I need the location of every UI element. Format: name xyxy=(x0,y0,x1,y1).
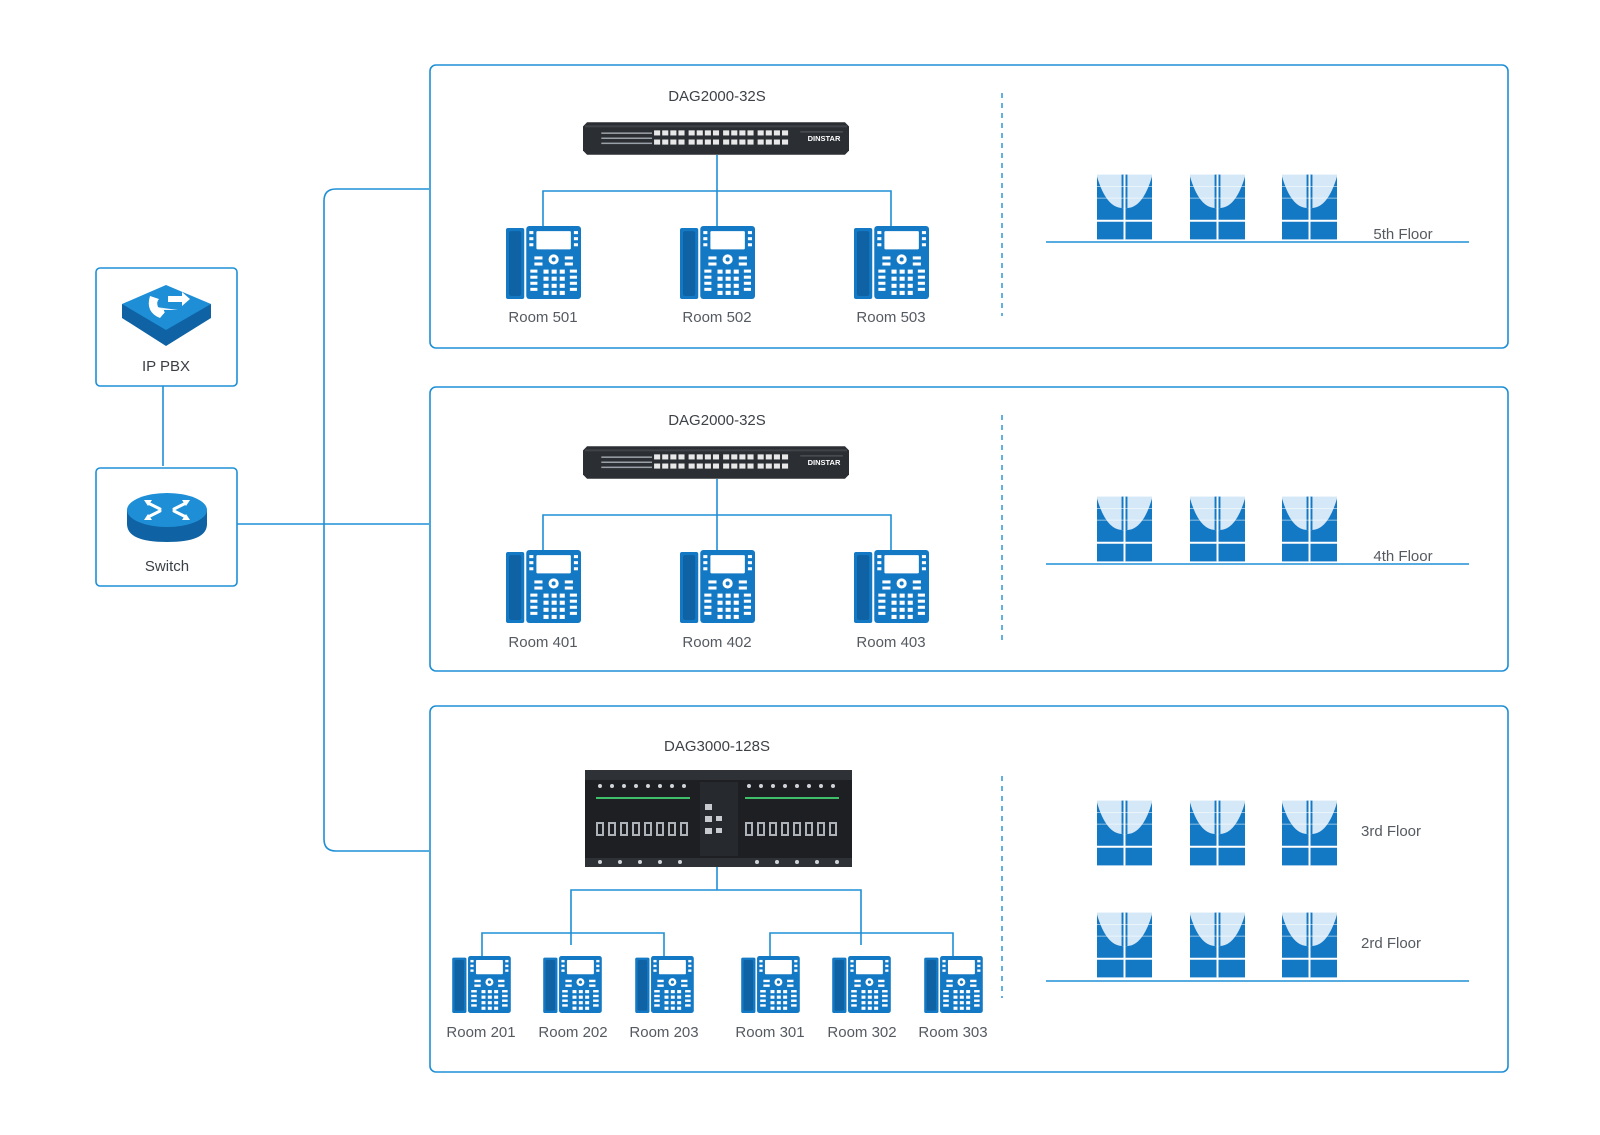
ip-pbx-label: IP PBX xyxy=(142,358,190,375)
phone-links xyxy=(542,479,892,552)
floor-panel-2-3: DAG3000-128S xyxy=(429,705,1509,1073)
switch-label: Switch xyxy=(145,558,189,575)
gateway-brand: DINSTAR xyxy=(808,134,841,143)
ip-pbx-node[interactable]: IP PBX xyxy=(95,267,238,387)
switch-node[interactable]: Switch xyxy=(95,467,238,587)
connection-lines xyxy=(162,188,429,852)
phone-icon xyxy=(680,550,755,623)
phone-icon xyxy=(854,550,929,623)
floor-panel-5: DAG2000-32S DINSTAR Room 501 Room 502 Ro… xyxy=(429,64,1509,349)
phone-icon xyxy=(543,956,602,1013)
room-label: Room 203 xyxy=(629,1024,698,1041)
room-label: Room 301 xyxy=(735,1024,804,1041)
gateway-brand: DINSTAR xyxy=(808,458,841,467)
window-icon xyxy=(1282,173,1337,241)
phone-icon xyxy=(854,226,929,299)
gateway-device: DINSTAR xyxy=(583,122,849,155)
ip-pbx-icon xyxy=(122,285,211,346)
phone-icon xyxy=(506,550,581,623)
room-label: Room 303 xyxy=(918,1024,987,1041)
phone-icon xyxy=(680,226,755,299)
room-label: Room 401 xyxy=(508,634,577,651)
floor-panel-4: DAG2000-32S DINSTAR Room 401 Room 402 Ro… xyxy=(429,386,1509,672)
window-icon xyxy=(1097,495,1152,563)
window-icon xyxy=(1190,495,1245,563)
window-icon xyxy=(1190,799,1245,867)
floor-label: 2rd Floor xyxy=(1361,935,1421,952)
room-label: Room 402 xyxy=(682,634,751,651)
window-icon xyxy=(1282,799,1337,867)
floor-label: 5th Floor xyxy=(1373,226,1432,243)
gateway-device: DINSTAR xyxy=(583,446,849,479)
phone-icon xyxy=(635,956,694,1013)
room-label: Room 202 xyxy=(538,1024,607,1041)
room-label: Room 502 xyxy=(682,309,751,326)
window-icon xyxy=(1097,911,1152,979)
network-switch-icon xyxy=(127,493,207,542)
room-label: Room 403 xyxy=(856,634,925,651)
gateway-model-label: DAG2000-32S xyxy=(668,88,766,105)
window-icon xyxy=(1097,173,1152,241)
room-label: Room 201 xyxy=(446,1024,515,1041)
room-label: Room 501 xyxy=(508,309,577,326)
phone-icon xyxy=(452,956,511,1013)
phone-icon xyxy=(741,956,800,1013)
floor-label: 3rd Floor xyxy=(1361,823,1421,840)
window-icon xyxy=(1097,799,1152,867)
phone-icon xyxy=(832,956,891,1013)
room-label: Room 302 xyxy=(827,1024,896,1041)
window-icon xyxy=(1282,911,1337,979)
gateway-model-label: DAG3000-128S xyxy=(664,738,770,755)
phone-icon xyxy=(924,956,983,1013)
window-icon xyxy=(1282,495,1337,563)
gateway-model-label: DAG2000-32S xyxy=(668,412,766,429)
gateway-device xyxy=(585,770,852,867)
window-icon xyxy=(1190,173,1245,241)
room-label: Room 503 xyxy=(856,309,925,326)
phone-links xyxy=(481,867,954,958)
phone-icon xyxy=(506,226,581,299)
window-icon xyxy=(1190,911,1245,979)
floor-label: 4th Floor xyxy=(1373,548,1432,565)
phone-links xyxy=(542,155,892,228)
